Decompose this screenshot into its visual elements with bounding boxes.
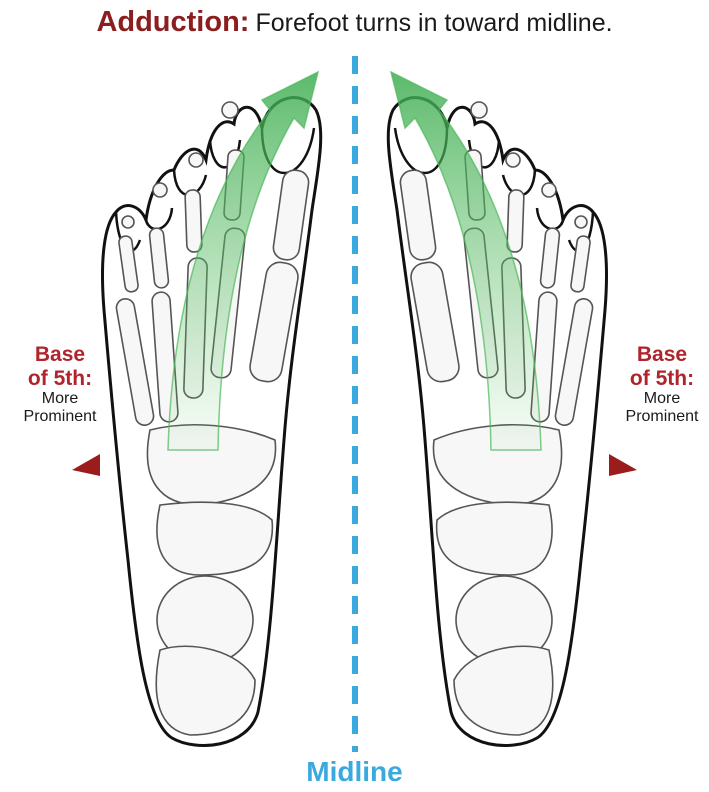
right-label-line4: Prominent xyxy=(612,408,709,426)
left-label-line3: More xyxy=(10,390,110,408)
right-base-marker xyxy=(609,454,637,476)
left-label-line1: Base xyxy=(10,343,110,367)
right-label-line2: of 5th: xyxy=(612,367,709,391)
midline-label: Midline xyxy=(0,756,709,788)
left-base-label: Base of 5th: More Prominent xyxy=(10,343,110,426)
left-toe-outline-4 xyxy=(146,208,172,229)
right-toe-outline-4 xyxy=(537,208,563,229)
right-label-line3: More xyxy=(612,390,709,408)
left-foot xyxy=(103,72,321,745)
right-label-line1: Base xyxy=(612,343,709,367)
right-base-label: Base of 5th: More Prominent xyxy=(612,343,709,426)
left-base-marker xyxy=(72,454,100,476)
right-foot xyxy=(388,72,606,745)
left-label-line4: Prominent xyxy=(10,408,110,426)
left-label-line2: of 5th: xyxy=(10,367,110,391)
